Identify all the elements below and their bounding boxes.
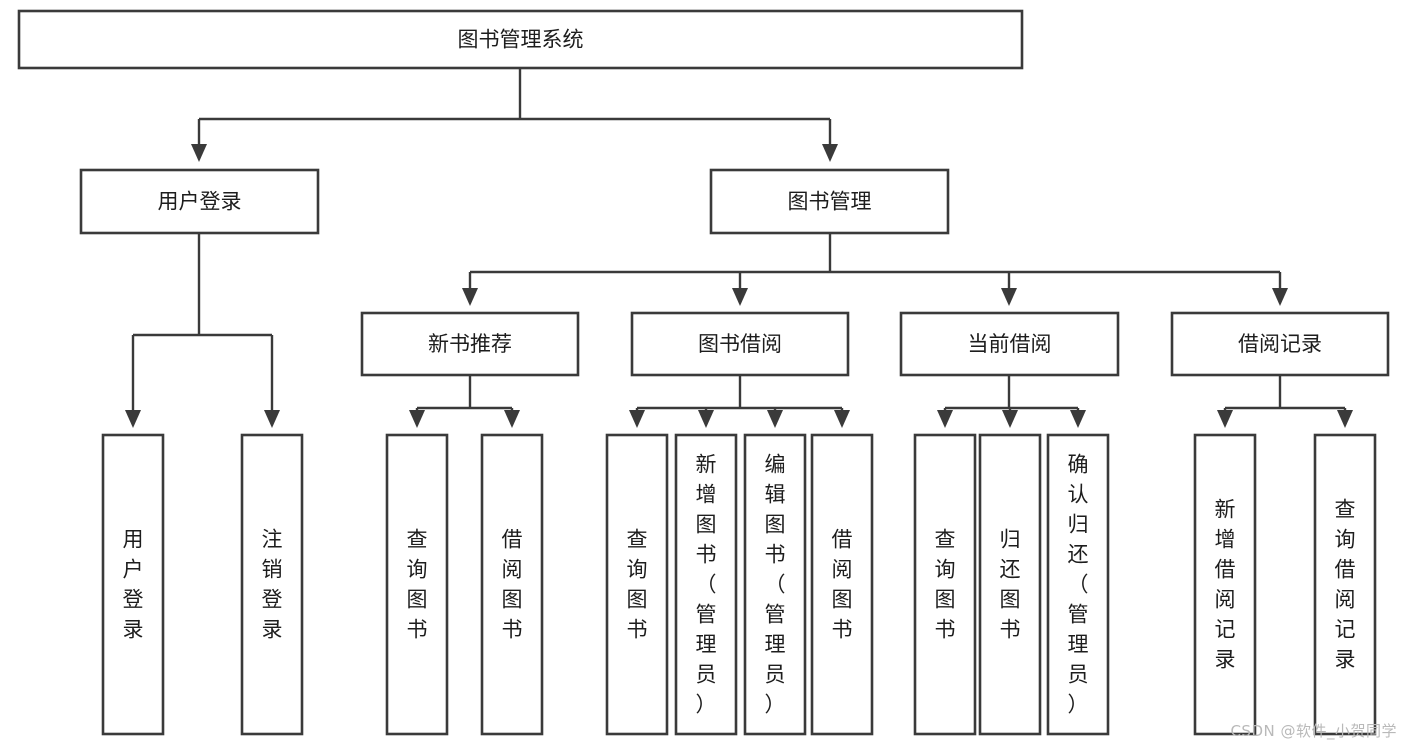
leaf-node-6-label: 新增图书（管理员） [696, 453, 717, 717]
connector-records-to-add [1217, 408, 1233, 428]
leaf-node-12[interactable]: 新增借阅记录 [1193, 433, 1257, 736]
leaf-node-4[interactable]: 借阅图书 [480, 433, 544, 736]
leaf-node-6[interactable]: 新增图书（管理员） [674, 433, 738, 736]
connector-borrow-to-edit [767, 408, 783, 428]
root-node-book-management-system[interactable]: 图书管理系统 [17, 9, 1024, 70]
level3-node-4-label: 借阅记录 [1238, 332, 1322, 356]
leaf-node-13[interactable]: 查询借阅记录 [1313, 433, 1377, 736]
level2-node-1-label: 用户登录 [158, 190, 242, 214]
node-layer: 图书管理系统用户登录图书管理新书推荐图书借阅当前借阅借阅记录用户登录注销登录查询… [17, 9, 1390, 736]
level2-node-2-label: 图书管理 [788, 190, 872, 214]
leaf-node-7-label: 编辑图书（管理员） [765, 453, 786, 717]
connector-user-login-to-login [125, 335, 141, 428]
level2-node-2[interactable]: 图书管理 [709, 168, 950, 235]
level3-node-2[interactable]: 图书借阅 [630, 311, 850, 377]
level3-node-2-label: 图书借阅 [698, 332, 782, 356]
connector-records-to-query [1337, 408, 1353, 428]
level3-node-3[interactable]: 当前借阅 [899, 311, 1120, 377]
level2-node-1[interactable]: 用户登录 [79, 168, 320, 235]
leaf-node-5[interactable]: 查询图书 [605, 433, 669, 736]
connector-current-to-query [937, 408, 953, 428]
connector-user-login-to-logout [264, 335, 280, 428]
connector-current-to-confirm [1070, 408, 1086, 428]
leaf-node-12-label: 新增借阅记录 [1215, 498, 1236, 672]
leaf-node-3[interactable]: 查询图书 [385, 433, 449, 736]
connector-current-to-return [1002, 408, 1018, 428]
leaf-node-5-label: 查询图书 [627, 528, 648, 642]
leaf-node-10[interactable]: 归还图书 [978, 433, 1042, 736]
level3-node-3-label: 当前借阅 [968, 332, 1052, 356]
leaf-node-4-label: 借阅图书 [502, 528, 523, 642]
leaf-node-1[interactable]: 用户登录 [101, 433, 165, 736]
csdn-watermark: CSDN @软件_小贺同学 [1230, 722, 1397, 740]
connector-book-mgmt-to-borrow [732, 272, 748, 306]
leaf-node-11-label: 确认归还（管理员） [1068, 453, 1089, 717]
connector-root-to-book-mgmt [822, 119, 838, 162]
connector-layer [125, 68, 1353, 428]
root-node-book-management-system-label: 图书管理系统 [458, 28, 584, 52]
leaf-node-13-label: 查询借阅记录 [1335, 498, 1356, 672]
leaf-node-8-label: 借阅图书 [832, 528, 853, 642]
leaf-node-10-label: 归还图书 [1000, 528, 1021, 642]
leaf-node-3-label: 查询图书 [407, 528, 428, 642]
connector-borrow-to-lend [834, 408, 850, 428]
leaf-node-7[interactable]: 编辑图书（管理员） [743, 433, 807, 736]
leaf-node-9[interactable]: 查询图书 [913, 433, 977, 736]
connector-book-mgmt-to-current [1001, 272, 1017, 306]
leaf-node-11[interactable]: 确认归还（管理员） [1046, 433, 1110, 736]
level3-node-1[interactable]: 新书推荐 [360, 311, 580, 377]
leaf-node-8[interactable]: 借阅图书 [810, 433, 874, 736]
level3-node-1-label: 新书推荐 [428, 332, 512, 356]
level3-node-4[interactable]: 借阅记录 [1170, 311, 1390, 377]
connector-book-mgmt-to-records [1272, 272, 1288, 306]
leaf-node-2-label: 注销登录 [262, 528, 283, 642]
connector-new-books-to-borrow [504, 408, 520, 428]
leaf-node-1-label: 用户登录 [123, 528, 144, 642]
connector-borrow-to-query [629, 408, 645, 428]
connector-book-mgmt-to-new-books [462, 272, 478, 306]
leaf-node-9-label: 查询图书 [935, 528, 956, 642]
connector-borrow-to-add [698, 408, 714, 428]
connector-new-books-to-query [409, 408, 425, 428]
leaf-node-2[interactable]: 注销登录 [240, 433, 304, 736]
connector-root-to-user-login [191, 119, 207, 162]
